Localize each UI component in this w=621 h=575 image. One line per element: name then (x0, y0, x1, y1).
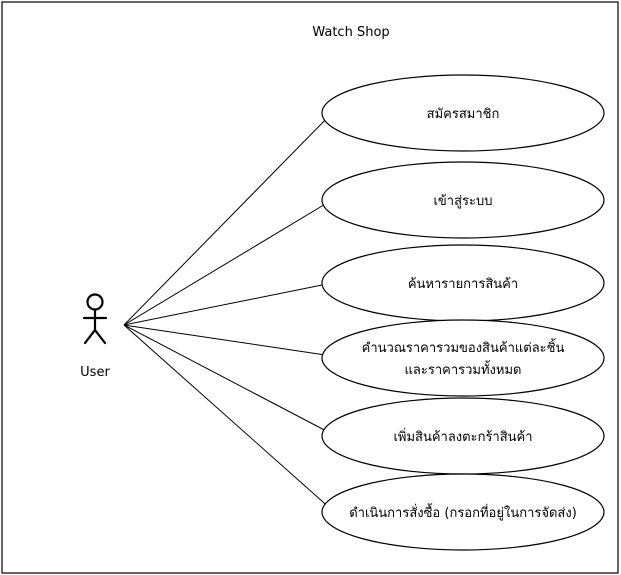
use-case-ellipse (321, 473, 605, 551)
use-case-label: เข้าสู่ระบบ (433, 194, 492, 209)
association-line-login (123, 199, 333, 326)
association-line-place-order (123, 324, 333, 511)
actor: User (80, 293, 110, 380)
association-line-calculate-total (123, 324, 333, 357)
use-case-ellipse (321, 319, 605, 397)
association-line-search-products (123, 282, 333, 326)
system-title: Watch Shop (312, 25, 389, 40)
use-case-add-to-cart: เพิ่มสินค้าลงตะกร้าสินค้า (321, 397, 605, 475)
use-case-label: และราคารวมทั้งหมด (405, 360, 522, 378)
use-case-search-products: ค้นหารายการสินค้า (321, 244, 605, 322)
stick-figure-icon (82, 293, 108, 345)
use-case-ellipse (321, 74, 605, 152)
use-case-register: สมัครสมาชิก (321, 74, 605, 152)
use-case-place-order: ดำเนินการสั่งซื้อ (กรอกที่อยู่ในการจัดส่… (321, 473, 605, 551)
association-line-register (123, 112, 333, 326)
use-case-label: เพิ่มสินค้าลงตะกร้าสินค้า (393, 428, 532, 445)
association-lines (123, 112, 333, 511)
actor-name: User (80, 365, 110, 380)
use-case-label: ดำเนินการสั่งซื้อ (กรอกที่อยู่ในการจัดส่… (349, 503, 577, 521)
association-line-add-to-cart (123, 324, 333, 435)
use-case-label: คำนวณราคารวมของสินค้าแต่ละชิ้น (362, 338, 565, 356)
use-case-login: เข้าสู่ระบบ (321, 161, 605, 239)
use-cases: สมัครสมาชิกเข้าสู่ระบบค้นหารายการสินค้าค… (321, 74, 605, 551)
use-case-ellipse (321, 161, 605, 239)
use-case-label: สมัครสมาชิก (427, 107, 500, 122)
use-case-label: ค้นหารายการสินค้า (408, 277, 518, 292)
use-case-calculate-total: คำนวณราคารวมของสินค้าแต่ละชิ้นและราคารวม… (321, 319, 605, 397)
